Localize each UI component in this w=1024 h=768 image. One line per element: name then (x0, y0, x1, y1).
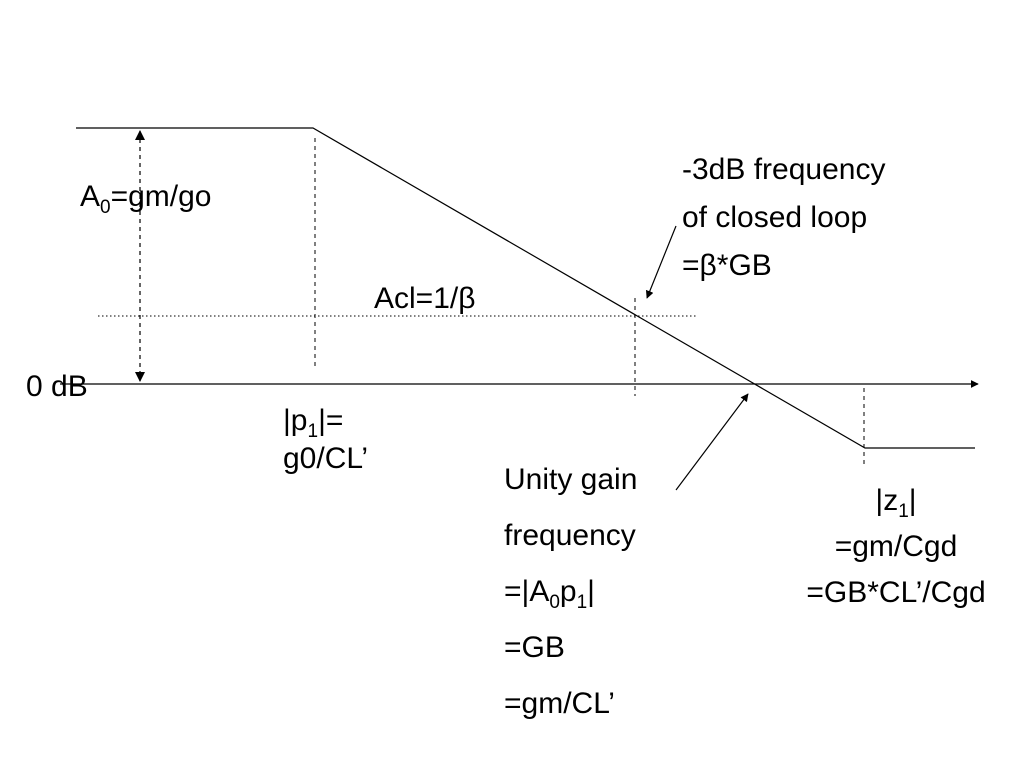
a0-subscript: 0 (100, 197, 111, 218)
unity-gain-label: Unity gain frequency =|A0p1| =GB =gm/CL’ (504, 452, 637, 732)
zero-z1-line1: |z1| (875, 484, 917, 522)
minus3db-line2: of closed loop (682, 201, 868, 234)
minus3db-line3: =β*GB (682, 249, 772, 282)
acl-expression: Acl=1/β (374, 282, 476, 315)
closed-loop-gain-label: Acl=1/β (374, 280, 475, 318)
pole-p1-label: |p1|= g0/CL’ (283, 402, 368, 478)
zero-z1-line3: =GB*CL’/Cgd (806, 576, 986, 609)
unity-gain-line1: Unity gain (504, 463, 638, 496)
minus3db-pointer-arrow (645, 225, 677, 299)
zero-z1-label: |z1| =gm/Cgd =GB*CL’/Cgd (776, 478, 1016, 616)
pole-p1-line1: |p1|= (283, 404, 344, 442)
zero-db-text: 0 dB (26, 370, 88, 403)
zero-db-label: 0 dB (26, 368, 88, 406)
a0-expression: =gm/go (110, 180, 212, 213)
unity-gain-line2: frequency (504, 519, 636, 552)
zero-z1-line2: =gm/Cgd (834, 530, 958, 563)
a0-symbol: A (80, 180, 101, 213)
unity-gain-line3: =|A0p1| (504, 575, 595, 613)
pole-p1-line2: g0/CL’ (283, 442, 369, 475)
open-loop-gain-curve (76, 127, 975, 449)
unity-gain-pointer-arrow (675, 393, 749, 491)
unity-gain-line5: =gm/CL’ (504, 687, 615, 720)
open-loop-gain-label: A0=gm/go (80, 178, 212, 218)
unity-gain-line4: =GB (504, 631, 565, 664)
minus3db-label: -3dB frequency of closed loop =β*GB (682, 146, 885, 290)
minus3db-line1: -3dB frequency (682, 153, 886, 186)
